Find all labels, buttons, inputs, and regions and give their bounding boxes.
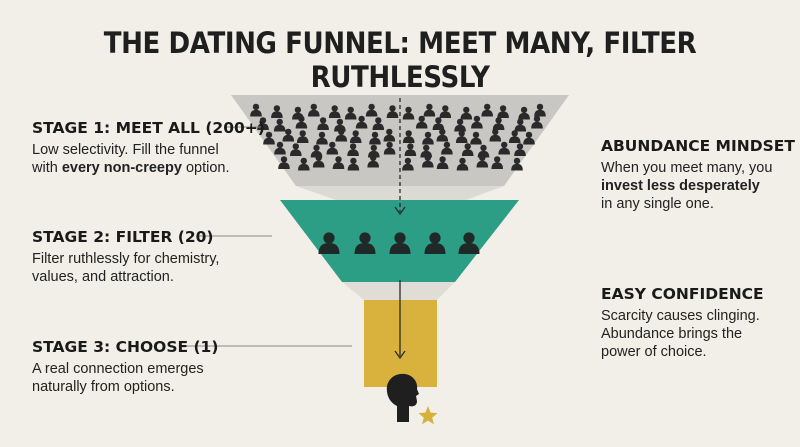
abundance-text-line1: When you meet many, you [601, 160, 773, 176]
leader-lines [186, 126, 352, 347]
abundance-note: ABUNDANCE MINDSET When you meet many, yo… [601, 137, 795, 213]
stage2-text-line1: Filter ruthlessly for chemistry, [32, 251, 220, 267]
confidence-text-line1: Scarcity causes clinging. [601, 308, 760, 324]
confidence-text-line3: power of choice. [601, 344, 707, 360]
confidence-description: Scarcity causes clinging. Abundance brin… [601, 307, 764, 361]
confidence-note: EASY CONFIDENCE Scarcity causes clinging… [601, 285, 764, 361]
stage2-heading: STAGE 2: FILTER (20) [32, 228, 214, 246]
funnel-connector-2 [342, 282, 455, 300]
abundance-text-line3: in any single one. [601, 196, 714, 212]
stage3-description: A real connection emerges naturally from… [32, 360, 218, 396]
stage1-text-line1: Low selectivity. Fill the funnel [32, 142, 219, 158]
flow-arrow [394, 98, 406, 360]
stage2-text-line2: values, and attraction. [32, 269, 174, 285]
abundance-heading: ABUNDANCE MINDSET [601, 137, 795, 155]
confidence-text-line2: Abundance brings the [601, 326, 743, 342]
page-title: THE DATING FUNNEL: MEET MANY, FILTER RUT… [103, 26, 697, 94]
stage1-label: STAGE 1: MEET ALL (200+) Low selectivity… [32, 119, 265, 177]
stage3-label: STAGE 3: CHOOSE (1) A real connection em… [32, 338, 218, 396]
stage1-heading: STAGE 1: MEET ALL (200+) [32, 119, 265, 137]
head-profile-icon [386, 373, 419, 422]
stage3-text-line2: naturally from options. [32, 379, 175, 395]
abundance-text-bold: invest less desperately [601, 178, 760, 194]
star-icon [418, 406, 438, 425]
stage2-description: Filter ruthlessly for chemistry, values,… [32, 250, 219, 286]
abundance-description: When you meet many, you invest less desp… [601, 159, 795, 213]
stage1-text-bold: every non-creepy [61, 160, 182, 176]
stage3-text-line1: A real connection emerges [32, 361, 204, 377]
stage1-text-line2c: option. [181, 160, 230, 176]
stage1-text-line2a: with [32, 160, 62, 176]
stage3-heading: STAGE 3: CHOOSE (1) [32, 338, 219, 356]
stage2-label: STAGE 2: FILTER (20) Filter ruthlessly f… [32, 228, 219, 286]
confidence-heading: EASY CONFIDENCE [601, 285, 764, 303]
stage1-description: Low selectivity. Fill the funnel with ev… [32, 141, 265, 177]
